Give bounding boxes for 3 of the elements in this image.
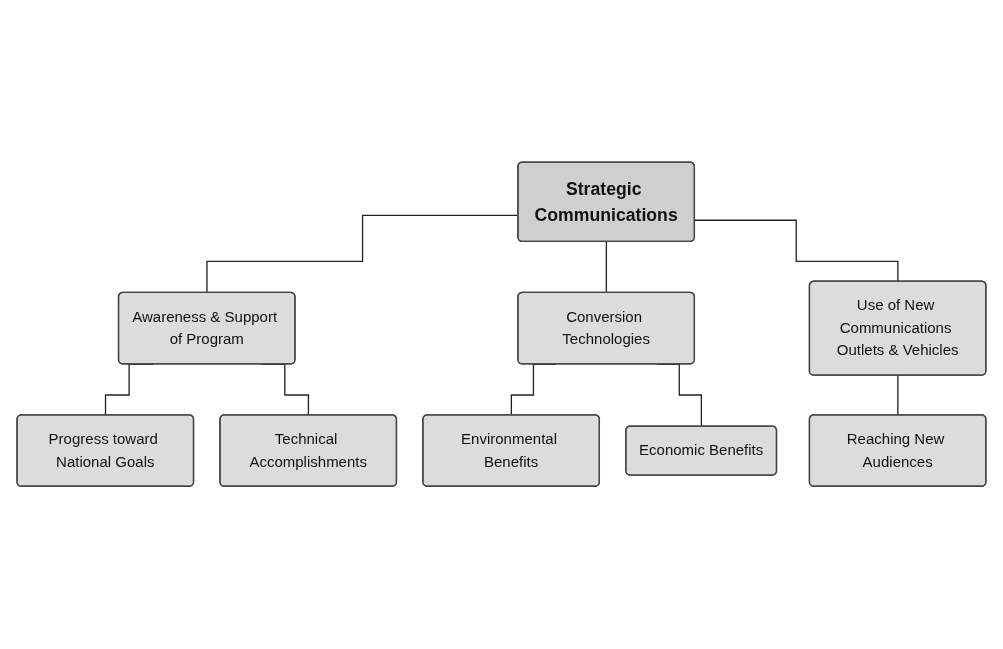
connector — [694, 219, 899, 283]
connector — [897, 375, 899, 417]
connector — [605, 241, 608, 294]
